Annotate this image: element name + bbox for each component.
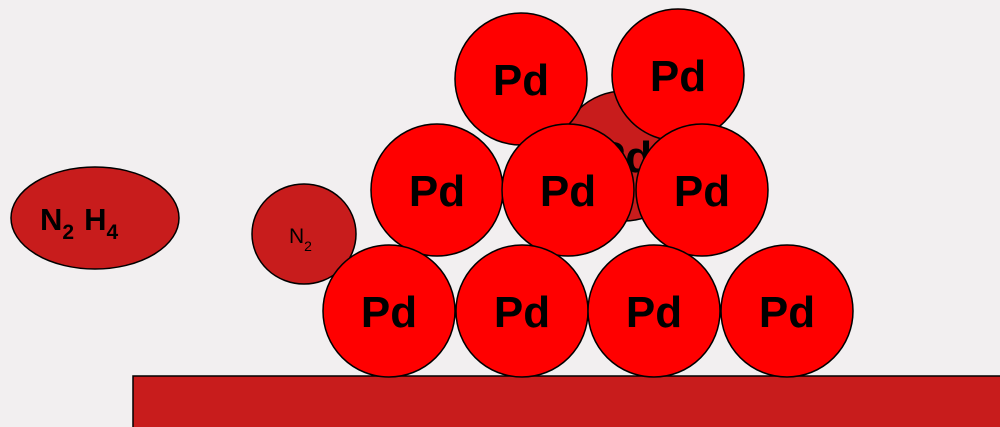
pd-atom-label: Pd <box>361 288 417 337</box>
pd-atom-label: Pd <box>494 288 550 337</box>
hydrazine-ellipse <box>10 166 180 270</box>
n2-label: N2 <box>289 225 312 254</box>
pd-atom-label: Pd <box>493 56 549 105</box>
pd-atom: Pd <box>611 8 745 142</box>
n2-subscript: 2 <box>304 238 312 254</box>
pd-atom: Pd <box>322 244 456 378</box>
pd-atom-circle <box>720 244 854 378</box>
pd-atom: Pd <box>720 244 854 378</box>
pd-atom: Pd <box>370 123 504 257</box>
hydrazine-n: N <box>40 202 62 237</box>
pd-atom-label: Pd <box>674 167 730 216</box>
pd-atom-label: Pd <box>759 288 815 337</box>
hydrazine-h: H <box>84 202 106 237</box>
pd-atom-circle <box>501 123 635 257</box>
hydrazine-h-subscript: 4 <box>106 221 118 244</box>
pd-atom: Pd <box>635 123 769 257</box>
hydrazine-n-subscript: 2 <box>62 221 74 244</box>
pd-atom-circle <box>322 244 456 378</box>
pd-atom: Pd <box>587 244 721 378</box>
n2-ellipse <box>251 183 357 285</box>
substrate-bar <box>132 375 1000 427</box>
pd-atom-label: Pd <box>626 288 682 337</box>
pd-atom-label: Pd <box>650 52 706 101</box>
pd-atom-label: Pd <box>540 167 596 216</box>
n2-molecule: N2 <box>251 183 357 285</box>
pd-atom: Pd <box>454 12 588 146</box>
pd-atom-circle <box>587 244 721 378</box>
pd-atom-circle <box>635 123 769 257</box>
n2-n: N <box>289 225 304 248</box>
pd-atom: Pd <box>455 244 589 378</box>
pd-atom: Pd <box>501 123 635 257</box>
pd-atom-label: Pd <box>409 167 465 216</box>
